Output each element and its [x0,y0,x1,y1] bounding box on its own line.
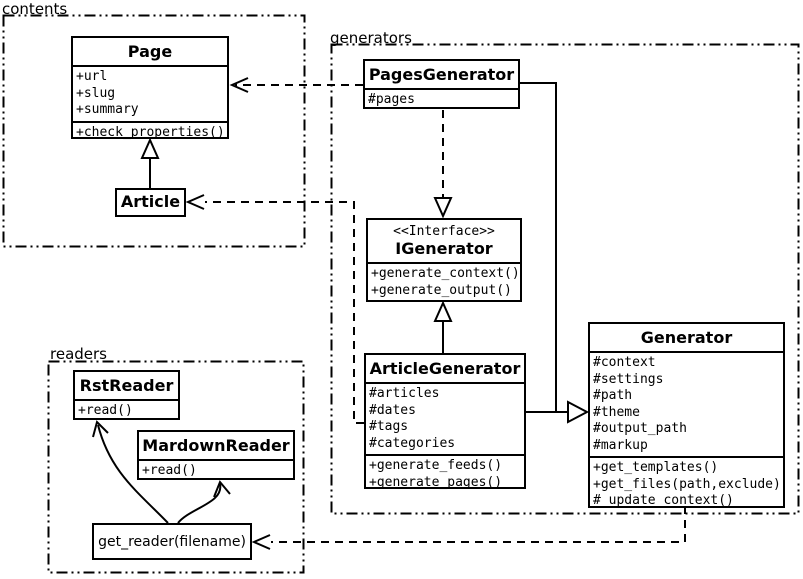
getreader-to-rstreader-arrow [92,420,169,524]
class-igenerator: <<Interface>> IGenerator +generate_conte… [366,218,522,302]
method: #_update_context() [593,493,734,508]
class-page-attributes: +url +slug +summary [73,65,227,121]
class-pagesgenerator: PagesGenerator #pages [363,59,520,109]
attribute: +summary [76,102,139,117]
method: +read() [78,403,133,418]
class-igenerator-title: IGenerator [395,239,493,258]
class-pagesgenerator-title: PagesGenerator [368,65,515,84]
attribute: #markup [593,437,648,453]
class-page-methods: +check_properties() [73,120,227,144]
generators-package-border [330,43,800,515]
articlegenerator-to-igenerator-realization [433,300,453,353]
attribute: #articles [369,386,440,401]
class-generator: Generator #context #settings #path #them… [588,322,785,508]
method: +check_properties() [76,124,225,140]
class-generator-title: Generator [640,328,733,347]
class-rstreader-title: RstReader [79,376,174,395]
class-igenerator-methods: +generate_context() +generate_output() [368,262,520,301]
method: +generate_context() [371,266,520,281]
attribute: #theme [593,404,640,420]
class-generator-attributes: #context #settings #path #theme #output_… [590,351,783,456]
method: +get_templates() [593,460,719,475]
readers-package-border [47,360,305,574]
getreader-to-mardownreader-arrow [177,480,231,524]
package-label-readers: readers [50,345,107,363]
articlegenerator-to-article-dependency [185,194,364,424]
method: +read() [142,463,197,478]
attribute: #categories [369,435,456,451]
method: +generate_feeds() [369,458,503,473]
method: +generate_pages() [369,474,503,490]
article-to-page-inheritance [140,137,160,188]
class-rstreader: RstReader +read() [73,370,180,420]
attribute: +url [76,69,108,84]
class-rstreader-methods: +read() [75,399,178,422]
package-label-generators: generators [330,29,412,47]
attribute: #pages [368,92,415,107]
class-page-title: Page [127,42,173,61]
pagesgenerator-to-igenerator-realization [433,110,453,219]
method: +generate_output() [371,282,512,298]
generator-to-getreader-dependency [251,506,686,550]
contents-package-border [2,14,306,248]
get-reader-node: get_reader(filename) [92,523,252,560]
class-page: Page +url +slug +summary +check_properti… [71,36,229,140]
attribute: #output_path [593,421,687,436]
attribute: #dates [369,402,416,418]
class-articlegenerator-attributes: #articles #dates #tags #categories [366,382,524,454]
class-mardownreader-methods: +read() [139,459,293,482]
attribute: #context [593,355,656,370]
pagesgenerator-to-page-dependency [229,77,363,93]
class-articlegenerator: ArticleGenerator #articles #dates #tags … [364,353,526,490]
class-igenerator-stereotype: <<Interface>> [393,224,495,239]
attribute: #path [593,388,633,403]
class-mardownreader: MardownReader +read() [137,430,295,480]
class-generator-methods: +get_templates() +get_files(path,exclude… [590,456,783,512]
attribute: #settings [593,371,664,387]
attribute: #tags [369,419,409,434]
attribute: +slug [76,85,116,101]
generators-to-generator-inheritance [520,82,590,424]
class-articlegenerator-title: ArticleGenerator [369,359,521,378]
class-pagesgenerator-attributes: #pages [365,88,518,111]
class-articlegenerator-methods: +generate_feeds() +generate_pages() [366,454,524,493]
class-mardownreader-title: MardownReader [142,436,290,455]
method: +get_files(path,exclude) [593,476,781,492]
package-label-contents: contents [2,0,68,18]
class-article: Article [115,188,186,217]
class-article-title: Article [120,192,181,211]
